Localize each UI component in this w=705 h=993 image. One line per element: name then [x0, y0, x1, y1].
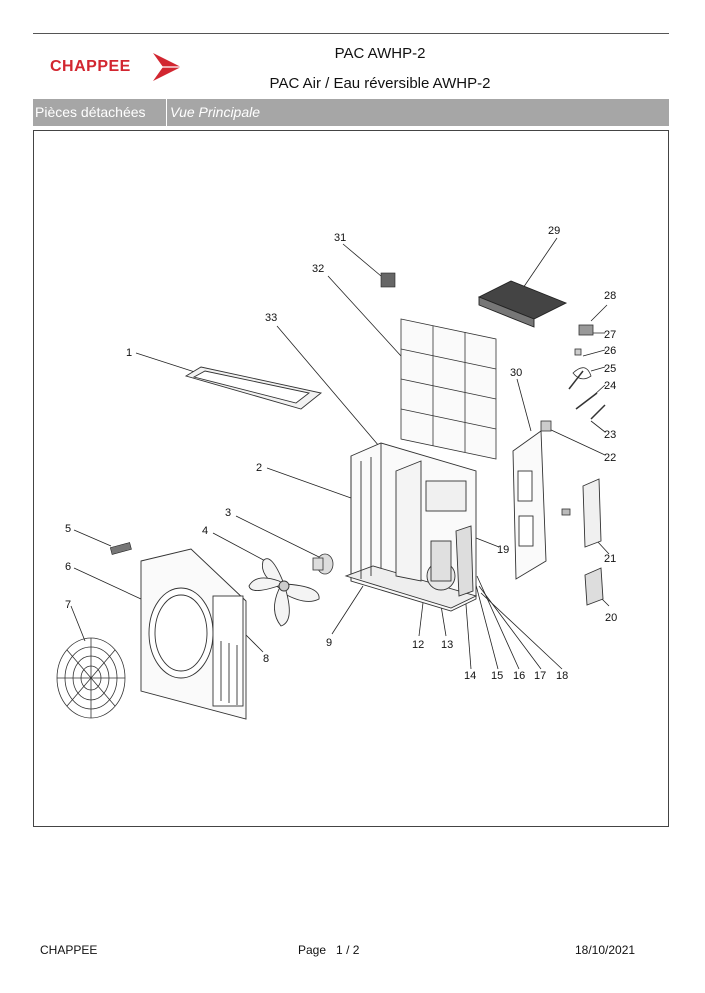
- header-separator: [166, 99, 167, 126]
- callout-label: 16: [513, 670, 525, 682]
- callout-label: 2: [256, 462, 262, 474]
- callout-label: 3: [225, 507, 231, 519]
- callout-label: 15: [491, 670, 503, 682]
- callout-label: 25: [604, 363, 616, 375]
- callout-label: 8: [263, 653, 269, 665]
- callout-label: 9: [326, 637, 332, 649]
- callout-label: 22: [604, 452, 616, 464]
- section-header-bar: Pièces détachées Vue Principale: [33, 99, 669, 126]
- callout-label: 33: [265, 312, 277, 324]
- section-label: Pièces détachées: [35, 104, 146, 120]
- callout-label: 20: [605, 612, 617, 624]
- callout-label: 28: [604, 290, 616, 302]
- top-rule: [33, 33, 669, 34]
- brand-logo-text: CHAPPEE: [50, 58, 131, 75]
- page-separator: /: [346, 943, 350, 957]
- footer-date: 18/10/2021: [575, 943, 636, 957]
- brand-arrow-icon: [153, 53, 181, 81]
- view-label: Vue Principale: [170, 104, 261, 120]
- exploded-view-frame: 1 2 3 4 5 6 7 8 9 12 13 14 15 16 17 18 1…: [33, 130, 669, 827]
- callout-label: 14: [464, 670, 476, 682]
- callout-label: 5: [65, 523, 71, 535]
- callout-label: 6: [65, 561, 71, 573]
- page-current: 1: [336, 943, 343, 957]
- callout-label: 1: [126, 347, 132, 359]
- callout-label: 19: [497, 544, 509, 556]
- document-title: PAC AWHP-2: [334, 45, 426, 62]
- callout-label: 13: [441, 639, 453, 651]
- exploded-view-diagram: 1 2 3 4 5 6 7 8 9 12 13 14 15 16 17 18 1…: [56, 225, 617, 720]
- callout-label: 21: [604, 553, 616, 565]
- callout-label: 4: [202, 525, 208, 537]
- callout-label: 30: [510, 367, 522, 379]
- callout-label: 23: [604, 429, 616, 441]
- callout-labels: 1 2 3 4 5 6 7 8 9 12 13 14 15 16 17 18 1…: [65, 225, 617, 682]
- callout-label: 24: [604, 380, 616, 392]
- callout-label: 17: [534, 670, 546, 682]
- callout-label: 18: [556, 670, 568, 682]
- document-subtitle: PAC Air / Eau réversible AWHP-2: [269, 75, 491, 92]
- page-total: 2: [352, 943, 360, 957]
- page-label: Page: [298, 943, 327, 957]
- callout-label: 7: [65, 599, 71, 611]
- callout-label: 12: [412, 639, 424, 651]
- callout-label: 29: [548, 225, 560, 237]
- footer-company: CHAPPEE: [40, 943, 98, 957]
- footer-pagination: Page 1 / 2: [298, 943, 359, 957]
- callout-label: 27: [604, 329, 616, 341]
- brand-logo: CHAPPEE: [50, 50, 185, 84]
- callout-label: 26: [604, 345, 616, 357]
- callout-label: 31: [334, 232, 346, 244]
- callout-label: 32: [312, 263, 324, 275]
